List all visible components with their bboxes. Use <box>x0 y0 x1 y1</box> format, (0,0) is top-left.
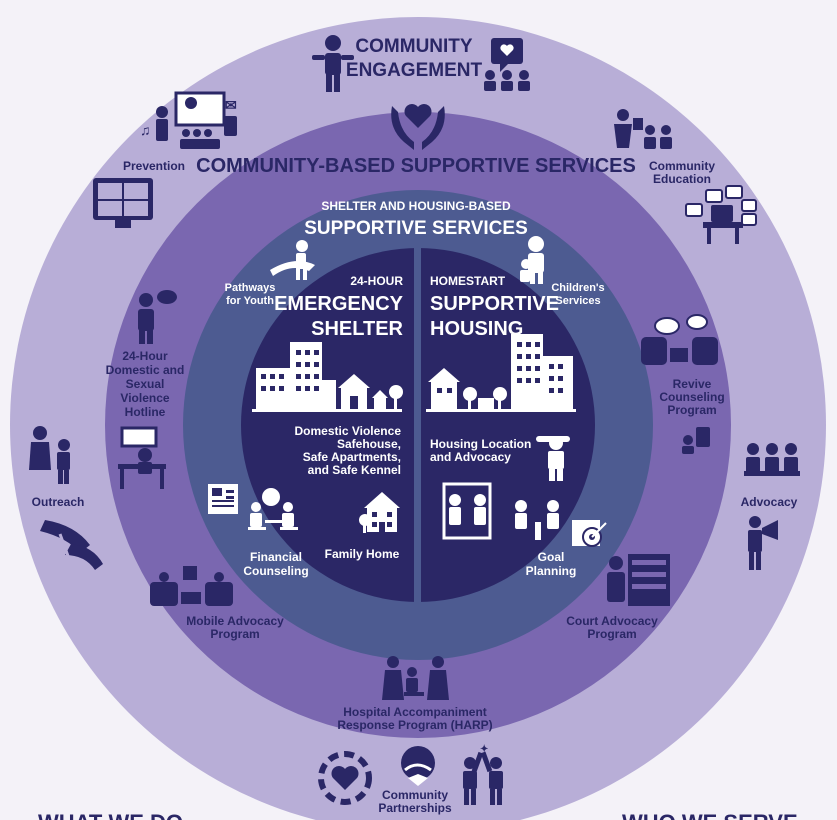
family-home-icon <box>359 492 400 533</box>
mobile-advocacy-icon <box>150 566 233 606</box>
footer-right-heading: WHO WE SERVE <box>622 810 798 820</box>
handshake-icon <box>401 746 435 786</box>
svg-text:Sexual: Sexual <box>126 377 165 391</box>
speaker-icon <box>312 35 354 92</box>
inner-subtitle: SHELTER AND HOUSING-BASED <box>321 199 511 213</box>
video-call-icon <box>93 178 153 228</box>
community-partnerships-line2: Partnerships <box>378 801 452 815</box>
emergency-line1: EMERGENCY <box>274 293 404 315</box>
desk-call-icon <box>118 426 166 489</box>
megaphone-icon <box>748 516 778 570</box>
youth-icon <box>270 240 315 280</box>
counseling-icon <box>641 314 718 365</box>
svg-text:Domestic Violence: Domestic Violence <box>295 424 402 438</box>
court-advocacy-line2: Program <box>587 627 636 641</box>
revive-text: Revive Counseling Program <box>659 377 724 417</box>
safehouse-text: Domestic Violence Safehouse, Safe Apartm… <box>295 424 402 477</box>
emergency-small: 24-HOUR <box>350 274 403 288</box>
svg-text:Hotline: Hotline <box>125 405 166 419</box>
video-counsel-icon <box>682 427 710 454</box>
goal-icon <box>442 482 607 547</box>
high-five-icon: ✦ <box>463 744 503 805</box>
svg-text:Safehouse,: Safehouse, <box>337 437 401 451</box>
inner-title: SUPPORTIVE SERVICES <box>304 218 528 239</box>
community-engagement-line2: ENGAGEMENT <box>346 60 483 81</box>
goal-line2: Planning <box>526 564 577 578</box>
online-learning-icon <box>685 185 757 244</box>
svg-text:24-Hour: 24-Hour <box>122 349 168 363</box>
homestart-small: HOMESTART <box>430 274 506 288</box>
court-icon <box>607 554 670 606</box>
outreach-people-icon <box>29 426 70 484</box>
svg-text:Program: Program <box>667 403 716 417</box>
advocacy-label: Advocacy <box>741 495 798 509</box>
teacher-icon <box>614 109 672 149</box>
hospital-icon <box>382 656 449 700</box>
svg-text:Violence: Violence <box>120 391 169 405</box>
buildings-icon <box>252 342 403 412</box>
phone-caller-icon <box>138 290 177 344</box>
svg-text:and Safe Kennel: and Safe Kennel <box>308 463 401 477</box>
svg-text:Counseling: Counseling <box>659 390 724 404</box>
hotline-text: 24-Hour Domestic and Sexual Violence Hot… <box>106 349 185 419</box>
homestart-line2: HOUSING <box>430 318 523 340</box>
svg-text:Housing Location: Housing Location <box>430 437 531 451</box>
footer-left-heading: WHAT WE DO <box>38 810 183 820</box>
svg-text:✉: ✉ <box>225 97 237 113</box>
prevention-label: Prevention <box>123 159 185 173</box>
mobile-advocacy-line2: Program <box>210 627 259 641</box>
pathways-line2: for Youth <box>226 295 274 307</box>
heart-circle-icon <box>318 751 372 805</box>
family-home-label: Family Home <box>325 547 400 561</box>
court-advocacy-line1: Court Advocacy <box>566 614 658 628</box>
homestart-line1: SUPPORTIVE <box>430 293 559 315</box>
advocacy-group-icon <box>744 443 800 476</box>
financial-line1: Financial <box>250 550 302 564</box>
housing-location-text: Housing Location and Advocacy <box>430 437 531 464</box>
svg-text:♫: ♫ <box>140 122 151 138</box>
financial-line2: Counseling <box>243 564 308 578</box>
financial-icon <box>208 484 298 530</box>
childrens-line2: Services <box>555 295 600 307</box>
svg-text:and Advocacy: and Advocacy <box>430 450 511 464</box>
child-icon <box>520 236 544 284</box>
community-education-line2: Education <box>653 172 711 186</box>
hands-heart-icon <box>391 103 445 150</box>
harp-line2: Response Program (HARP) <box>337 718 492 732</box>
pathways-line1: Pathways <box>225 282 276 294</box>
goal-line1: Goal <box>538 550 565 564</box>
heart-chat-icon <box>484 38 530 91</box>
community-partnerships-line1: Community <box>382 788 448 802</box>
childrens-line1: Children's <box>551 282 604 294</box>
community-engagement-line1: COMMUNITY <box>355 36 472 57</box>
houses-icon <box>426 334 576 412</box>
presentation-icon: ♫ ✉ <box>140 91 237 149</box>
housing-location-icon <box>536 436 570 481</box>
harp-line1: Hospital Accompaniment <box>343 705 487 719</box>
emergency-line2: SHELTER <box>311 318 403 340</box>
svg-text:Safe Apartments,: Safe Apartments, <box>303 450 401 464</box>
core-divider <box>414 248 421 603</box>
svg-text:Domestic and: Domestic and <box>106 363 185 377</box>
support-hands-icon <box>40 520 103 570</box>
svg-text:✦: ✦ <box>480 744 488 755</box>
community-based-title: COMMUNITY-BASED SUPPORTIVE SERVICES <box>196 155 636 177</box>
community-education-line1: Community <box>649 159 715 173</box>
outreach-label: Outreach <box>32 495 85 509</box>
mobile-advocacy-line1: Mobile Advocacy <box>186 614 284 628</box>
svg-text:Revive: Revive <box>673 377 712 391</box>
